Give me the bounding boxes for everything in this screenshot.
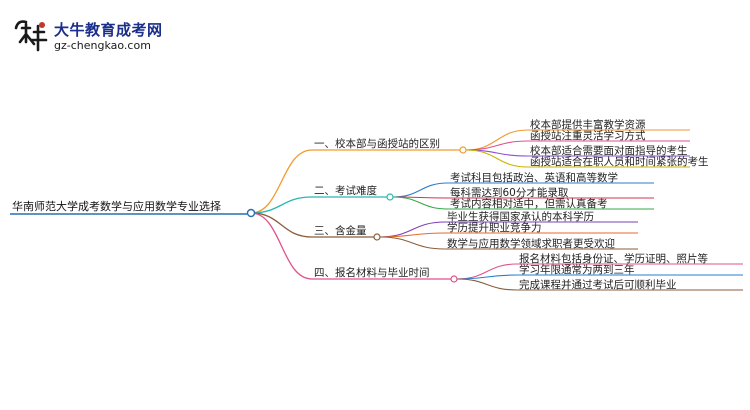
branch-2-leaf-3-label: 考试内容相对适中，但需认真备考 — [450, 197, 608, 210]
branch-2-leaf-3[interactable]: 考试内容相对适中，但需认真备考 — [448, 197, 654, 210]
branch-3-leaf-1-label: 毕业生获得国家承认的本科学历 — [447, 210, 594, 223]
link-branch-1-to-leaf-4 — [465, 149, 529, 168]
branch-1-leaf-4-label: 函授站适合在职人员和时间紧张的考生 — [530, 155, 709, 168]
root-label: 华南师范大学成考数学与应用数学专业选择 — [12, 199, 221, 213]
branch-4-leaf-2[interactable]: 学习年限通常为两到三年 — [517, 263, 743, 276]
link-branch-4-to-leaf-2 — [456, 274, 518, 280]
branch-4-connector-dot — [450, 275, 458, 283]
link-root-to-branch-2 — [250, 196, 313, 214]
branch-1-leaf-2[interactable]: 函授站注重灵活学习方式 — [528, 129, 690, 142]
branch-4-leaf-1-label: 报名材料包括身份证、学历证明、照片等 — [519, 252, 708, 265]
branch-4[interactable]: 四、报名材料与毕业时间 — [312, 266, 458, 283]
site-logo[interactable]: 大牛教育成考网 gz-chengkao.com — [12, 18, 172, 56]
branch-2-label: 二、考试难度 — [314, 184, 377, 197]
branch-2-leaf-2[interactable]: 每科需达到60分才能录取 — [448, 186, 654, 199]
logo-title: 大牛教育成考网 — [54, 21, 163, 39]
branch-3-leaf-2[interactable]: 学历提升职业竞争力 — [445, 221, 638, 234]
branch-1-label: 一、校本部与函授站的区别 — [314, 137, 440, 150]
link-branch-2-to-leaf-1 — [392, 182, 449, 198]
link-root-to-branch-3 — [250, 212, 313, 238]
branch-3-connector-dot — [373, 233, 381, 241]
bull-logo-icon — [14, 20, 48, 52]
root-node[interactable]: 华南师范大学成考数学与应用数学专业选择 — [10, 199, 256, 218]
branch-2[interactable]: 二、考试难度 — [312, 184, 394, 201]
link-root-to-branch-4 — [250, 212, 313, 280]
branch-1-leaf-1[interactable]: 校本部提供丰富教学资源 — [528, 118, 690, 131]
branch-4-leaf-3[interactable]: 完成课程并通过考试后可顺利毕业 — [517, 278, 743, 291]
link-branch-3-to-leaf-2 — [379, 232, 446, 238]
link-branch-2-to-leaf-3 — [392, 196, 449, 210]
link-branch-1-to-leaf-2 — [465, 140, 529, 151]
branch-1-connector-dot — [459, 146, 467, 154]
branch-2-leaf-1[interactable]: 考试科目包括政治、英语和高等数学 — [448, 171, 654, 184]
link-branch-4-to-leaf-3 — [456, 278, 518, 291]
branch-3-leaf-3[interactable]: 数学与应用数学领域求职者更受欢迎 — [445, 237, 638, 250]
branch-1-leaf-4[interactable]: 函授站适合在职人员和时间紧张的考生 — [528, 155, 709, 168]
link-root-to-branch-1 — [250, 149, 313, 214]
branch-4-leaf-1[interactable]: 报名材料包括身份证、学历证明、照片等 — [517, 252, 743, 265]
link-branch-3-to-leaf-3 — [379, 236, 446, 250]
branch-1-leaf-1-label: 校本部提供丰富教学资源 — [530, 118, 646, 131]
branch-2-connector-dot — [386, 193, 394, 201]
link-branch-1-to-leaf-1 — [465, 129, 529, 151]
branch-3-leaf-3-label: 数学与应用数学领域求职者更受欢迎 — [447, 237, 615, 250]
mind-map-nodes: 华南师范大学成考数学与应用数学专业选择 一、校本部与函授站的区别 校本部提供丰富教… — [10, 118, 743, 291]
branch-2-leaf-2-label: 每科需达到60分才能录取 — [450, 186, 569, 199]
branch-3[interactable]: 三、含金量 — [312, 224, 381, 241]
branch-1-leaf-3[interactable]: 校本部适合需要面对面指导的考生 — [528, 144, 690, 157]
branch-1-leaf-3-label: 校本部适合需要面对面指导的考生 — [530, 144, 688, 157]
branch-4-label: 四、报名材料与毕业时间 — [314, 266, 430, 279]
branch-1[interactable]: 一、校本部与函授站的区别 — [312, 137, 467, 154]
branch-3-leaf-1[interactable]: 毕业生获得国家承认的本科学历 — [445, 210, 638, 223]
branch-3-leaf-2-label: 学历提升职业竞争力 — [447, 221, 542, 234]
branch-1-leaf-2-label: 函授站注重灵活学习方式 — [530, 129, 646, 142]
branch-2-leaf-1-label: 考试科目包括政治、英语和高等数学 — [450, 171, 618, 184]
branch-4-leaf-3-label: 完成课程并通过考试后可顺利毕业 — [519, 278, 677, 291]
mind-map-links — [250, 129, 529, 291]
root-connector-dot — [246, 208, 256, 218]
logo-url: gz-chengkao.com — [54, 39, 151, 52]
branch-3-label: 三、含金量 — [314, 224, 367, 237]
branch-4-leaf-2-label: 学习年限通常为两到三年 — [519, 263, 635, 276]
